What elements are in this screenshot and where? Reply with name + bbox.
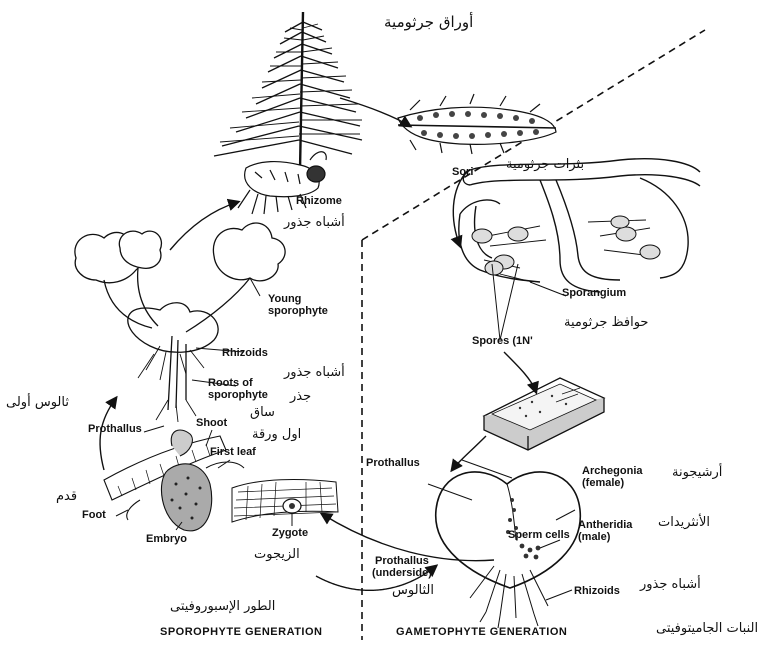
arrow-dish-to-prothallus [452,436,486,470]
prothallus-underside-label: Prothallus (underside) [372,556,432,579]
arabic-gametophyte-plant-label: النبات الجاميتوفيتى [656,622,758,636]
antheridia-label: Antheridia (male) [578,520,632,543]
rhizome-label: Rhizome [296,196,342,208]
arabic-zygote-label: الزيجوت [254,548,300,562]
arabic-thallus-label: الثالوس [392,584,434,598]
arabic-sporangium-label: حوافظ جرثومية [564,316,648,330]
spores-label: Spores (1N' [472,336,533,348]
arabic-rhizoids-bottom-label: أشباه جذور [640,578,701,592]
arabic-root-label: جذر [290,390,311,404]
arabic-stem-label: ساق [250,406,275,420]
young-sporophyte-label: Young sporophyte [268,294,328,317]
arabic-fronds-label: أوراق جرثومية [384,14,473,31]
arabic-first-leaf-label: اول ورقة [252,428,301,442]
arabic-foot-label: قدم [56,490,77,504]
rhizoids-gametophyte-label: Rhizoids [574,586,620,598]
arrow-spores-to-dish [504,352,536,392]
first-leaf-label: First leaf [210,447,256,459]
sori-leaflet-drawing [398,94,556,154]
arabic-rhizome-label: أشباه جذور [284,216,345,230]
zygote-tissue-drawing [232,480,338,522]
foot-label: Foot [82,510,106,522]
sperm-cells-label: Sperm cells [508,530,570,542]
sporangium-section-drawing [459,159,700,292]
shoot-label: Shoot [196,418,227,430]
arabic-sporophyte-phase-label: الطور الإسبوروفيتى [170,600,275,614]
archegonia-label: Archegonia (female) [582,466,643,489]
embryo-label: Embryo [146,534,187,546]
sporangium-label: Sporangium [562,288,626,300]
prothallus-center-label: Prothallus [366,458,420,470]
gametophyte-generation-label: GAMETOPHYTE GENERATION [396,626,567,638]
arabic-archegonia-label: أرشيجونة [672,466,722,480]
arabic-prothallus-label: ثالوس أولى [6,396,69,410]
roots-of-sporophyte-label: Roots of sporophyte [208,378,268,401]
mature-fern-frond [214,12,362,176]
sori-label: Sori [452,167,473,179]
rhizoids-sporophyte-label: Rhizoids [222,348,268,360]
sporophyte-generation-label: SPOROPHYTE GENERATION [160,626,322,638]
arabic-rhizoids-label: أشباه جذور [284,366,345,380]
petri-dish-drawing [484,378,604,450]
arabic-sori-label: بثرات جرثومية [506,158,584,172]
zygote-label: Zygote [272,528,308,540]
gametophyte-prothallus-drawing [436,472,581,628]
arabic-antheridia-label: الأنثريدات [658,516,710,530]
prothallus-left-label: Prothallus [88,424,142,436]
